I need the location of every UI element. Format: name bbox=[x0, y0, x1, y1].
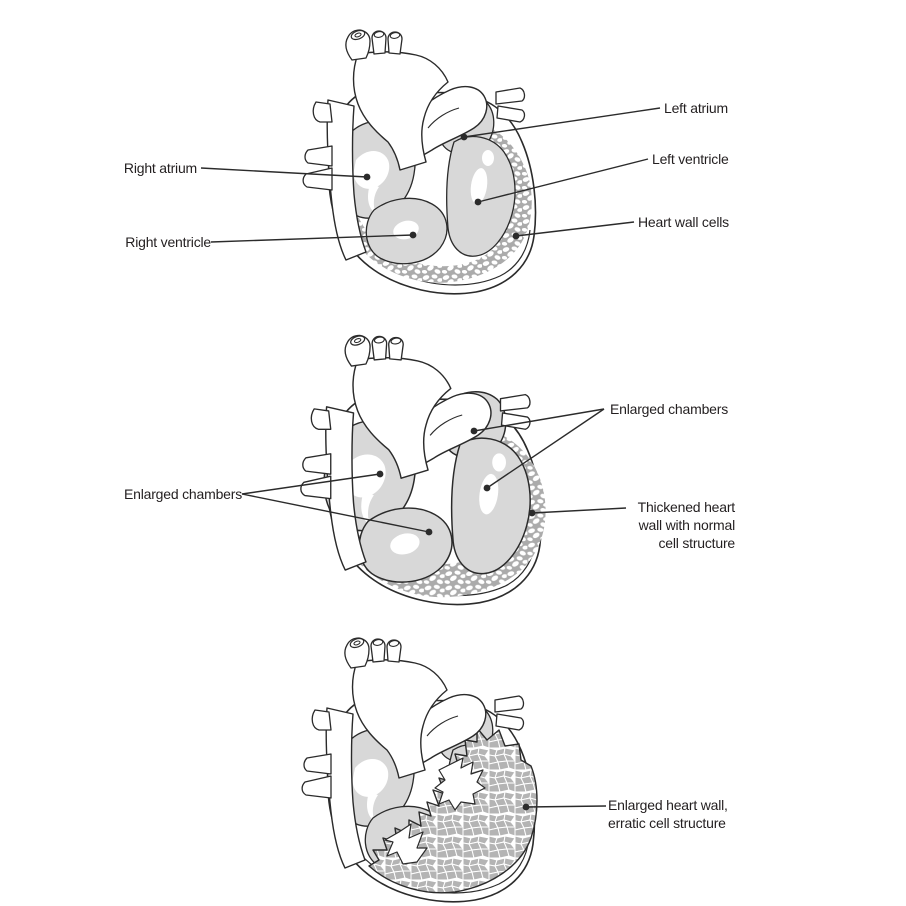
leader-line-enlarged-chambers-right bbox=[470, 408, 605, 492]
leader-line-enlarged-chambers-left bbox=[241, 470, 433, 536]
heart-dilated-illustration bbox=[300, 333, 546, 606]
heart-hypertrophic-illustration bbox=[301, 636, 538, 903]
residual-cavity bbox=[434, 757, 486, 811]
label-left-atrium: Left atrium bbox=[664, 100, 728, 116]
leader-line-heart-wall-cells bbox=[512, 221, 635, 240]
label-enlarged-chambers-left: Enlarged chambers bbox=[124, 486, 242, 502]
leader-line-thickened-wall bbox=[528, 507, 627, 517]
label-left-ventricle: Left ventricle bbox=[652, 151, 729, 167]
residual-cavity bbox=[384, 823, 428, 865]
label-right-atrium: Right atrium bbox=[123, 160, 197, 176]
heart-normal-illustration bbox=[302, 28, 537, 295]
label-heart-wall-cells: Heart wall cells bbox=[638, 214, 729, 230]
label-enlarged-chambers-right: Enlarged chambers bbox=[610, 401, 728, 417]
leader-line-left-atrium bbox=[460, 107, 661, 141]
label-thickened-wall: Thickened heart wall with normal cell st… bbox=[637, 499, 736, 551]
leader-line-right-atrium bbox=[200, 167, 371, 181]
leader-line-left-ventricle bbox=[474, 158, 649, 206]
leader-line-enlarged-heart-wall bbox=[522, 803, 607, 811]
label-enlarged-heart-wall: Enlarged heart wall, erratic cell struct… bbox=[608, 797, 728, 831]
label-right-ventricle: Right ventricle bbox=[125, 234, 211, 250]
leader-line-right-ventricle bbox=[210, 231, 417, 243]
